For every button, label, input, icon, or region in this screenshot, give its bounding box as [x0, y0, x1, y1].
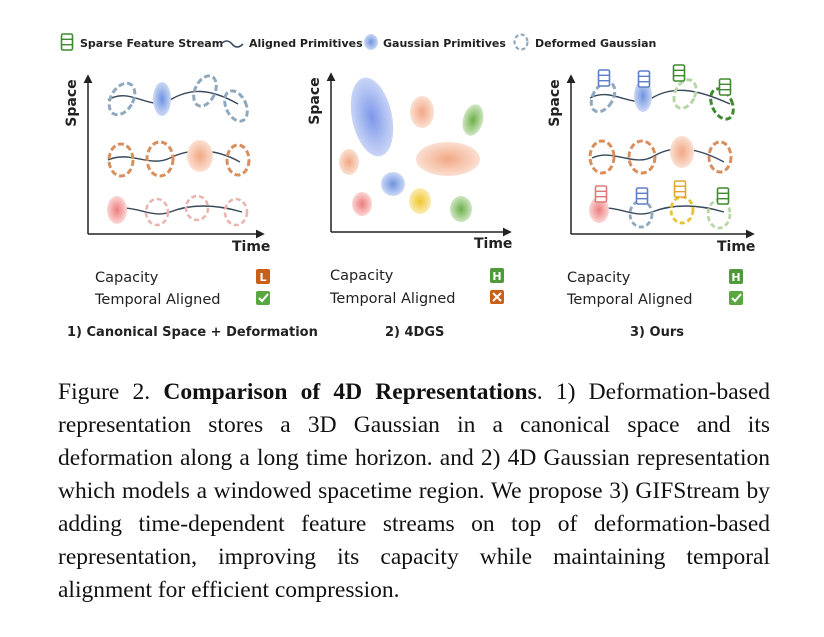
- x-axis-label: Time: [474, 236, 512, 252]
- figure-caption-body: . 1) Deformation-based representation st…: [58, 379, 771, 603]
- legend: Sparse Feature Stream Aligned Primitives…: [60, 33, 656, 51]
- check-icon: [256, 291, 270, 305]
- svg-text:H: H: [492, 270, 501, 283]
- panel-4dgs: Space Time Capacity H Temporal Aligned 2…: [307, 72, 512, 340]
- temporal-aligned-label: Temporal Aligned: [329, 291, 456, 307]
- capacity-label: Capacity: [567, 270, 631, 286]
- legend-label-deformed-gaussian: Deformed Gaussian: [535, 37, 656, 50]
- capacity-badge-high: [729, 269, 743, 284]
- aligned-primitive-icon: [220, 40, 244, 48]
- deformed-gaussian-icon: [513, 33, 529, 51]
- gaussian-primitive-icon: [364, 34, 378, 50]
- comparison-figure: Sparse Feature Stream Aligned Primitives…: [60, 33, 755, 340]
- y-axis-label: Space: [64, 79, 80, 126]
- cross-icon: [490, 290, 504, 304]
- capacity-badge-high: [490, 268, 504, 283]
- panel-caption: 3) Ours: [630, 325, 684, 340]
- check-icon: [729, 291, 743, 305]
- panel-caption: 1) Canonical Space + Deformation: [67, 325, 318, 340]
- temporal-aligned-label: Temporal Aligned: [94, 292, 221, 308]
- capacity-label: Capacity: [330, 268, 394, 284]
- panel-caption: 2) 4DGS: [385, 325, 444, 340]
- y-axis-label: Space: [307, 77, 323, 124]
- x-axis-label: Time: [232, 239, 270, 255]
- panel-ours: Space Time Capacity H Temporal Aligned: [547, 64, 755, 340]
- capacity-label: Capacity: [95, 270, 159, 286]
- figure-caption: Figure 2. Comparison of 4D Representatio…: [58, 376, 770, 607]
- legend-label-aligned-primitives: Aligned Primitives: [249, 37, 363, 50]
- x-axis-label: Time: [717, 239, 755, 255]
- capacity-badge-low: [256, 269, 270, 284]
- svg-text:L: L: [259, 271, 266, 284]
- panel-canonical-deformation: Space Time Capacity L Temporal Aligned 1…: [64, 74, 318, 340]
- svg-text:H: H: [731, 271, 740, 284]
- y-axis-label: Space: [547, 79, 563, 126]
- temporal-aligned-label: Temporal Aligned: [566, 292, 693, 308]
- legend-label-feature-stream: Sparse Feature Stream: [80, 37, 223, 50]
- figure-title: Comparison of 4D Representations: [163, 379, 537, 405]
- legend-label-gaussian-primitives: Gaussian Primitives: [383, 37, 506, 50]
- figure-number: Figure 2.: [58, 379, 151, 405]
- feature-stream-icon: [60, 33, 74, 51]
